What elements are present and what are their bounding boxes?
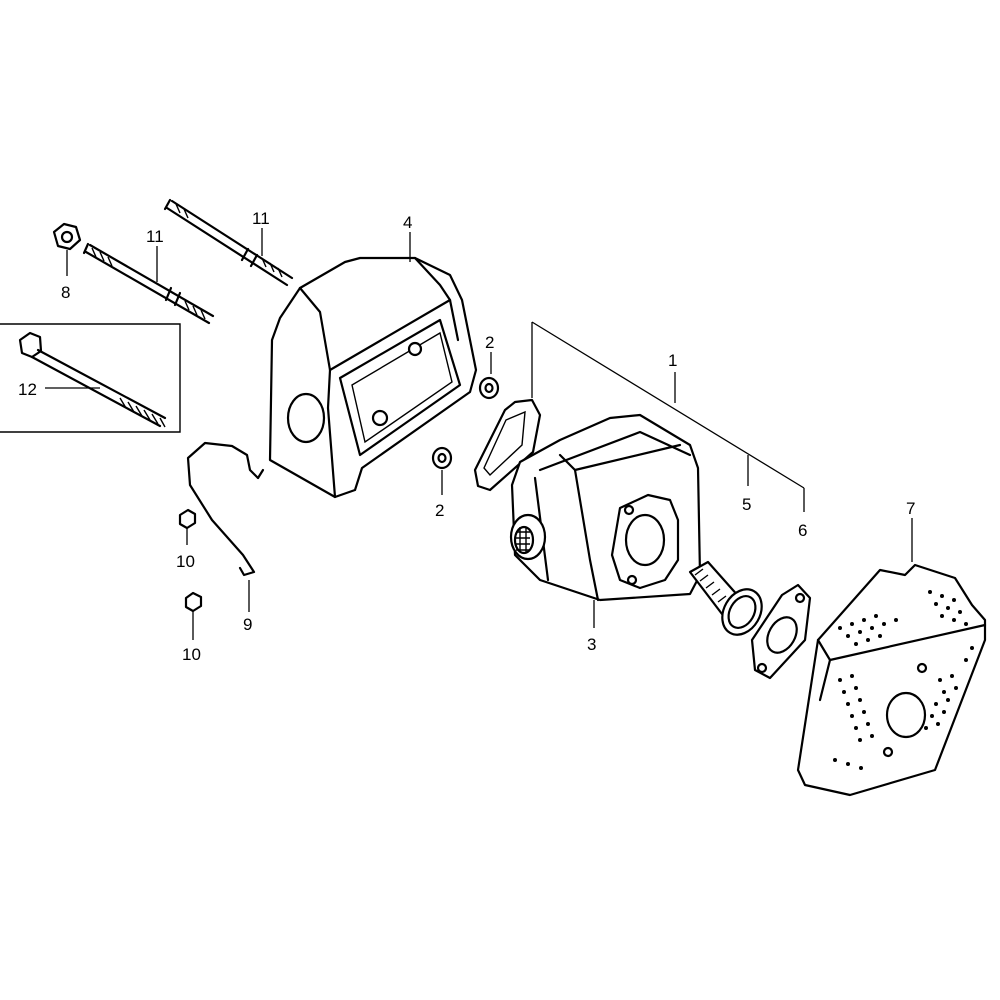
callout-2-upper: 2 <box>485 333 494 352</box>
muffler-mount-gasket[interactable] <box>473 398 542 492</box>
callout-11-left: 11 <box>146 227 164 246</box>
part-10-nut-upper[interactable] <box>178 508 197 545</box>
callout-6: 6 <box>798 521 807 540</box>
callout-3: 3 <box>587 635 596 654</box>
part-4-muffler-protector[interactable] <box>268 232 478 499</box>
callout-8: 8 <box>61 283 70 302</box>
part-9-wire-clip[interactable] <box>186 441 265 612</box>
part-6-exhaust-gasket[interactable] <box>750 583 812 680</box>
part-5-spark-arrester[interactable] <box>688 560 770 642</box>
callout-11-right: 11 <box>252 209 270 228</box>
part-12-flange-bolt[interactable] <box>0 323 181 433</box>
part-11-stud-lower[interactable] <box>82 242 215 325</box>
part-2-washer-upper[interactable] <box>478 352 500 400</box>
part-10-nut-lower[interactable] <box>184 591 203 640</box>
callout-9: 9 <box>243 615 252 634</box>
part-3-muffler[interactable] <box>509 413 702 628</box>
part-8-nut[interactable] <box>52 222 82 276</box>
callout-1: 1 <box>668 351 677 370</box>
callout-4: 4 <box>403 213 412 232</box>
callout-5: 5 <box>742 495 751 514</box>
part-11-stud-upper[interactable] <box>163 198 294 287</box>
callout-10-upper: 10 <box>176 552 195 571</box>
callout-2-lower: 2 <box>435 501 444 520</box>
part-1-assembly-bracket <box>531 321 805 512</box>
callout-7: 7 <box>906 499 915 518</box>
callout-12: 12 <box>18 380 37 399</box>
part-7-heat-shield[interactable] <box>796 518 987 797</box>
part-2-washer-lower[interactable] <box>431 446 453 495</box>
callout-10-lower: 10 <box>182 645 201 664</box>
